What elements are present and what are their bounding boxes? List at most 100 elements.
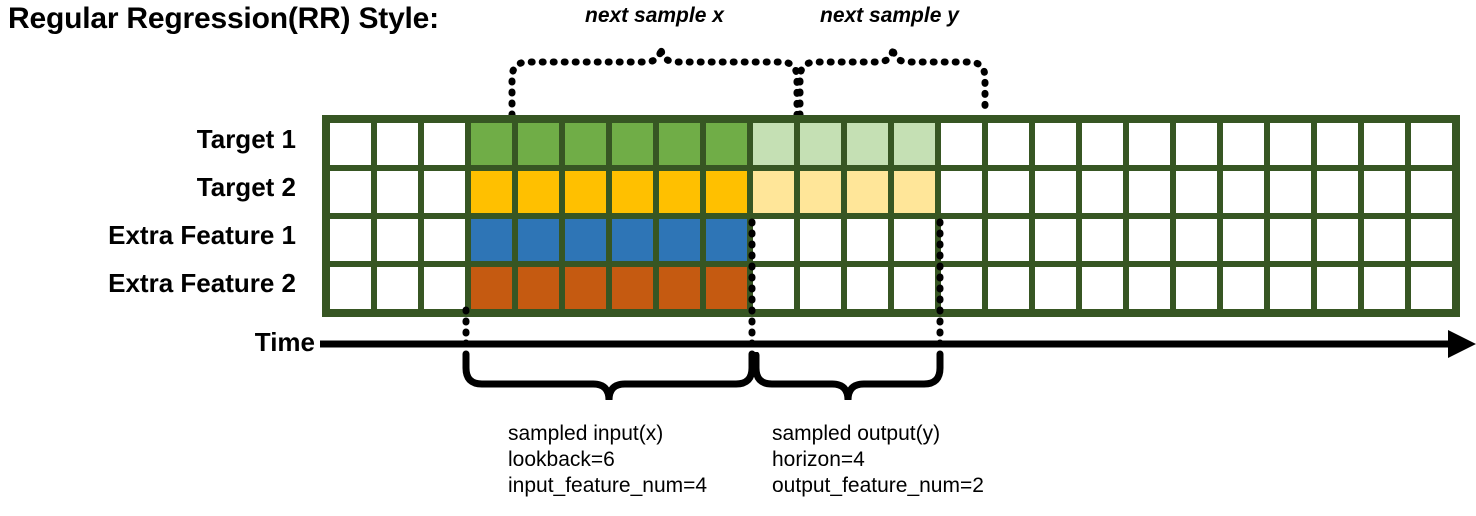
grid-cell [1411,123,1452,165]
grid-cell [1176,267,1217,309]
caption-sampled-input-line3: input_feature_num=4 [508,474,708,497]
grid-cell [894,171,935,213]
brace-path-sampled-output [752,352,944,401]
grid-cell [424,267,465,309]
grid-cell [377,267,418,309]
grid-cell [1411,171,1452,213]
grid-cell [941,123,982,165]
grid-row [327,216,1455,264]
grid-cell [424,219,465,261]
grid-cell [1035,123,1076,165]
grid-cell [330,123,371,165]
grid-cell [612,123,653,165]
caption-sampled-output-line1: sampled output(y) [772,422,941,445]
grid-cell [1223,267,1264,309]
grid-cell [1223,219,1264,261]
grid-cell [1364,123,1405,165]
grid-cell [1035,267,1076,309]
grid-cell [988,171,1029,213]
grid-cell [471,123,512,165]
grid-cell [1270,267,1311,309]
caption-sampled-output: sampled output(y) horizon=4 output_featu… [772,421,984,499]
grid-cell [565,219,606,261]
grid-cell [1223,171,1264,213]
grid-cell [1317,123,1358,165]
grid-cell [377,171,418,213]
grid-cell [1317,219,1358,261]
caption-sampled-output-line3: output_feature_num=2 [772,474,984,497]
grid-cell [1082,123,1123,165]
grid-cell [1082,171,1123,213]
grid-cell [518,123,559,165]
grid-cell [471,219,512,261]
grid-cell [941,267,982,309]
grid-cell [753,171,794,213]
grid-cell [1176,171,1217,213]
row-label-target-2: Target 2 [196,171,296,202]
caption-sampled-input-line1: sampled input(x) [508,422,664,445]
grid-cell [1129,219,1170,261]
grid-cell [1270,219,1311,261]
brace-label-next-sample-y: next sample y [820,4,959,27]
bottom-braces [462,352,944,401]
brace-path-next-sample-x [508,46,801,119]
grid-cell [1082,219,1123,261]
row-label-extra-feature-2: Extra Feature 2 [108,267,296,298]
grid-cell [847,267,888,309]
grid-cell [518,267,559,309]
grid-cell [800,123,841,165]
grid-cell [659,123,700,165]
grid-cell [941,171,982,213]
grid-cell [706,219,747,261]
grid-cell [753,219,794,261]
grid-cell [1364,219,1405,261]
grid-cell [706,267,747,309]
grid-cell [1270,171,1311,213]
time-axis-arrow [320,330,1476,358]
caption-sampled-input: sampled input(x) lookback=6 input_featur… [508,421,707,499]
grid-cell [988,219,1029,261]
grid-cell [1317,171,1358,213]
grid-cell [1411,219,1452,261]
grid-cell [1411,267,1452,309]
grid-cell [1176,123,1217,165]
grid-cell [894,219,935,261]
grid-row [327,168,1455,216]
grid-cell [612,267,653,309]
grid-cell [1364,267,1405,309]
grid-cell [377,219,418,261]
page-title: Regular Regression(RR) Style: [8,2,439,35]
grid-cell [1129,171,1170,213]
caption-sampled-input-line2: lookback=6 [508,448,615,471]
grid-cell [1082,267,1123,309]
row-label-target-1: Target 1 [196,123,296,154]
grid-cell [800,171,841,213]
grid-cell [1129,267,1170,309]
grid-cell [424,171,465,213]
grid-cell [565,171,606,213]
grid-cell [1317,267,1358,309]
grid-cell [330,171,371,213]
caption-sampled-output-line2: horizon=4 [772,448,865,471]
grid-cell [1035,219,1076,261]
grid-cell [518,219,559,261]
grid-cell [330,219,371,261]
grid-cell [1035,171,1076,213]
grid-cell [659,219,700,261]
grid-cell [1176,219,1217,261]
grid-cell [894,267,935,309]
grid-row [327,120,1455,168]
grid-cell [1270,123,1311,165]
grid-cell [847,219,888,261]
grid-cell [847,123,888,165]
grid-cell [330,267,371,309]
grid-cell [988,267,1029,309]
grid-cell [424,123,465,165]
grid-cell [471,171,512,213]
grid-cell [1129,123,1170,165]
row-label-extra-feature-1: Extra Feature 1 [108,219,296,250]
brace-path-sampled-input [462,352,756,401]
grid-cell [800,219,841,261]
timeseries-grid [322,115,1460,317]
grid-cell [847,171,888,213]
